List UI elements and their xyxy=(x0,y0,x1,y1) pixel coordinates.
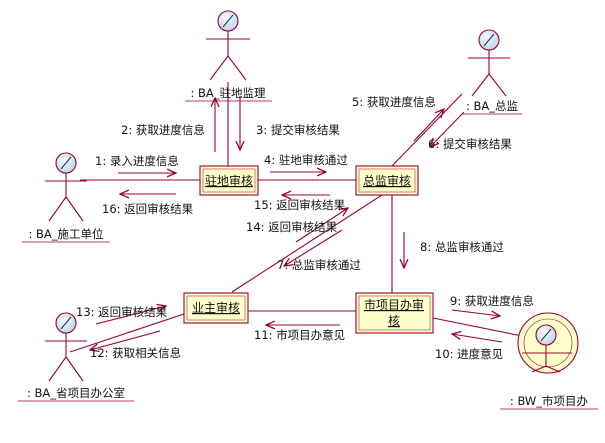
arrow-m10 xyxy=(452,334,503,343)
message-arrows xyxy=(90,96,503,350)
actor-construction-unit-name: : BA_施工单位 xyxy=(28,227,103,241)
actor-construction-unit[interactable] xyxy=(45,152,87,222)
msg-15: 15: 返回审核结果 xyxy=(254,198,346,212)
msg-5: 5: 获取进度信息 xyxy=(352,95,436,109)
msg-10: 10: 进度意见 xyxy=(435,347,503,361)
msg-2: 2: 获取进度信息 xyxy=(121,123,205,137)
actor-provincial-office[interactable] xyxy=(45,312,87,382)
actor-city-office[interactable] xyxy=(517,312,579,374)
arrow-m7 xyxy=(284,229,343,266)
box-resident-review[interactable]: 驻地审核 xyxy=(199,165,259,196)
msg-9: 9: 获取进度信息 xyxy=(450,294,534,308)
actor-provincial-office-name: : BA_省项目办公室 xyxy=(27,386,125,400)
actor-city-office-name: : BW_市项目办 xyxy=(510,394,589,408)
msg-1: 1: 录入进度信息 xyxy=(95,154,179,168)
msg-6: 6: 提交审核结果 xyxy=(428,137,512,151)
arrow-m5 xyxy=(413,109,444,142)
msg-4: 4: 驻地审核通过 xyxy=(264,153,348,167)
message-labels: 1: 录入进度信息 16: 返回审核结果 2: 获取进度信息 3: 提交审核结果… xyxy=(76,95,534,361)
arrow-m12 xyxy=(90,330,161,350)
msg-13: 13: 返回审核结果 xyxy=(76,305,168,319)
msg-7: 7: 总监审核通过 xyxy=(277,258,361,272)
msg-12: 12: 获取相关信息 xyxy=(90,346,181,360)
actor-resident-supervisor[interactable] xyxy=(206,10,250,81)
actor-chief-supervisor-name: : BA_总监 xyxy=(466,99,518,113)
box-chief-review[interactable]: 总监审核 xyxy=(355,165,419,196)
arrow-m13 xyxy=(95,306,166,325)
msg-3: 3: 提交审核结果 xyxy=(256,123,340,137)
box-city-review-label-1: 市项目办审 xyxy=(364,297,424,312)
box-city-review-label-2: 核 xyxy=(388,314,400,328)
box-chief-review-label: 总监审核 xyxy=(363,173,411,188)
msg-8: 8: 总监审核通过 xyxy=(420,240,504,254)
actor-chief-supervisor[interactable] xyxy=(468,29,510,97)
box-owner-review[interactable]: 业主审核 xyxy=(183,292,249,324)
msg-11: 11: 市项目办意见 xyxy=(254,328,345,342)
arrow-m6 xyxy=(430,111,465,147)
box-owner-review-label: 业主审核 xyxy=(192,300,240,315)
link-chief-supervisor xyxy=(391,93,463,167)
arrow-m9 xyxy=(451,309,500,316)
box-resident-review-label: 驻地审核 xyxy=(205,173,253,188)
links xyxy=(69,82,523,353)
link-city-citybw xyxy=(432,317,523,337)
box-city-review[interactable]: 市项目办审 核 xyxy=(355,292,434,334)
link-chief-owner xyxy=(231,194,383,293)
arrow-m14 xyxy=(295,208,348,243)
msg-16: 16: 返回审核结果 xyxy=(102,202,194,216)
msg-14: 14: 返回审核结果 xyxy=(246,220,338,234)
actor-resident-supervisor-name: : BA_驻地监理 xyxy=(190,86,266,100)
